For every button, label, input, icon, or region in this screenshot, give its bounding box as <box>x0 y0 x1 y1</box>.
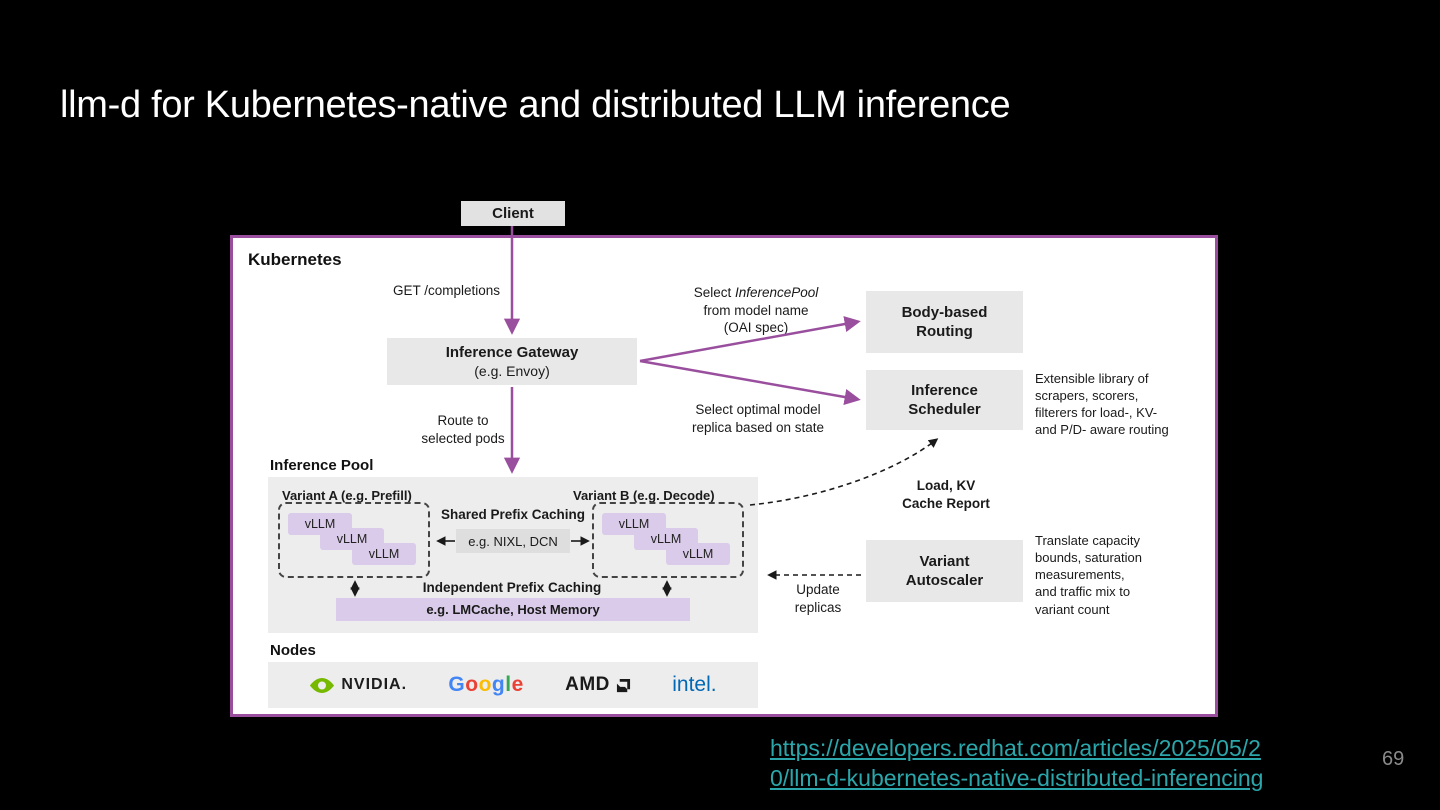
google-logo: Google <box>448 673 523 697</box>
select-pool-italic: InferencePool <box>734 285 819 300</box>
select-pool-rest: from model name (OAI spec) <box>703 302 809 336</box>
inference-pool-label: Inference Pool <box>270 457 374 474</box>
nvidia-wordmark: NVIDIA. <box>341 676 408 693</box>
google-letter: l <box>505 673 512 696</box>
page-number: 69 <box>1382 748 1405 770</box>
page-title: llm-d for Kubernetes-native and distribu… <box>60 84 1011 126</box>
inference-scheduler-node: Inference Scheduler <box>866 370 1023 430</box>
intel-wordmark: intel. <box>672 673 717 696</box>
inference-gateway-node: Inference Gateway (e.g. Envoy) <box>387 338 637 385</box>
variant-autoscaler-node: Variant Autoscaler <box>866 540 1023 602</box>
lmcache-node: e.g. LMCache, Host Memory <box>336 598 690 621</box>
variant-b-box <box>592 502 744 578</box>
body-based-routing-node: Body-based Routing <box>866 291 1023 353</box>
nixl-dcn-node: e.g. NIXL, DCN <box>456 529 570 553</box>
nodes-label: Nodes <box>270 642 316 659</box>
source-link-line-2[interactable]: 0/llm-d-kubernetes-native-distributed-in… <box>770 765 1264 792</box>
source-link[interactable]: https://developers.redhat.com/articles/2… <box>770 733 1263 794</box>
inference-gateway-title: Inference Gateway <box>445 343 579 361</box>
label-route-to: Route to selected pods <box>421 413 505 446</box>
google-letter: G <box>448 673 466 696</box>
scheduler-note: Extensible library of scrapers, scorers,… <box>1035 371 1169 438</box>
source-link-line-1[interactable]: https://developers.redhat.com/articles/2… <box>770 735 1261 761</box>
variant-b-label: Variant B (e.g. Decode) <box>573 488 715 503</box>
vllm-box: vLLM <box>352 543 416 565</box>
label-update-replicas: Update replicas <box>794 582 842 615</box>
variant-a-box <box>278 502 430 578</box>
variant-a-label: Variant A (e.g. Prefill) <box>282 488 412 503</box>
google-letter: g <box>491 673 506 696</box>
nvidia-logo: NVIDIA. <box>309 676 407 694</box>
amd-arrow-icon <box>616 678 630 692</box>
nodes-box: NVIDIA. Google AMD intel. <box>268 662 758 708</box>
intel-logo: intel. <box>672 673 716 697</box>
vllm-box: vLLM <box>666 543 730 565</box>
label-select-optimal: Select optimal model replica based on st… <box>691 402 825 435</box>
select-pool-prefix: Select <box>693 285 735 300</box>
amd-logo: AMD <box>565 674 631 696</box>
google-letter: e <box>511 673 524 696</box>
label-shared-prefix-caching: Shared Prefix Caching <box>440 507 586 522</box>
nvidia-eye-icon <box>310 677 335 693</box>
autoscaler-note: Translate capacity bounds, saturation me… <box>1035 533 1142 617</box>
kubernetes-frame <box>230 235 1218 717</box>
label-select-inferencepool: Select InferencePool from model name (OAI… <box>680 284 832 337</box>
client-label: Client <box>492 205 534 222</box>
google-letter: o <box>465 673 479 696</box>
google-letter: o <box>478 673 492 696</box>
label-load-kv-report: Load, KV Cache Report <box>902 478 990 511</box>
client-node: Client <box>461 201 565 226</box>
label-independent-prefix-caching: Independent Prefix Caching <box>422 580 602 595</box>
inference-gateway-subtitle: (e.g. Envoy) <box>474 363 550 380</box>
label-get-completions: GET /completions <box>393 283 501 298</box>
kubernetes-label: Kubernetes <box>248 250 342 269</box>
amd-wordmark: AMD <box>565 674 610 695</box>
